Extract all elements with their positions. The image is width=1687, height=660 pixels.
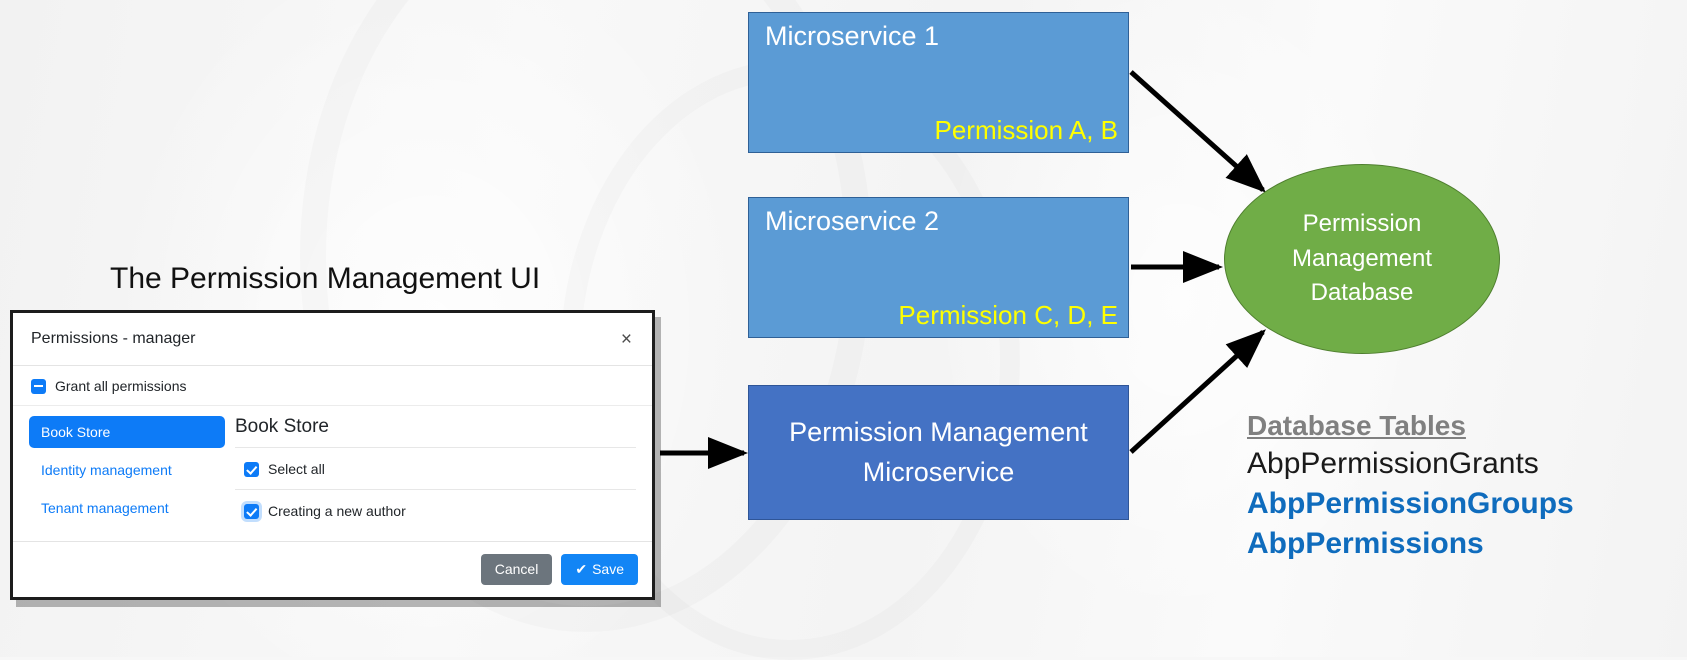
permission-row-select-all[interactable]: Select all [235,448,636,490]
grant-all-permissions-checkbox[interactable] [31,378,46,394]
modal-footer: Cancel ✔Save [13,541,652,597]
arrow-permission-service-to-database [1129,329,1266,454]
database-tables-block: Database Tables AbpPermissionGrants AbpP… [1247,408,1667,564]
microservice-1-title: Microservice 1 [765,21,940,51]
save-button-label: Save [592,561,624,578]
modal-header: Permissions - manager × [13,313,652,366]
permission-group-list: Book Store Identity management Tenant ma… [13,416,225,531]
database-table-item: AbpPermissionGroups [1247,486,1574,520]
modal-body: Book Store Identity management Tenant ma… [13,406,652,531]
permission-group-pane-title: Book Store [235,416,636,448]
permission-group-item-book-store[interactable]: Book Store [29,416,225,448]
creating-a-new-author-checkbox[interactable] [244,503,259,519]
microservice-1-box: Microservice 1 Permission A, B [748,12,1129,153]
permission-group-item-identity-management[interactable]: Identity management [41,462,172,478]
microservice-1-permissions: Permission A, B [934,115,1118,145]
permission-row-creating-a-new-author[interactable]: Creating a new author [235,490,636,531]
microservice-2-title: Microservice 2 [765,206,940,236]
database-table-item: AbpPermissions [1247,526,1484,560]
permissions-modal: Permissions - manager × Grant all permis… [10,310,655,600]
check-icon: ✔ [575,561,588,578]
creating-a-new-author-label: Creating a new author [268,503,406,519]
permission-group-item-tenant-management[interactable]: Tenant management [41,500,169,516]
modal-title: Permissions - manager [31,330,196,347]
grant-all-permissions-row[interactable]: Grant all permissions [13,366,652,406]
close-icon[interactable]: × [620,328,632,350]
permission-group-pane: Book Store Select all Creating a new aut… [225,416,652,531]
cancel-button[interactable]: Cancel [480,554,553,585]
microservice-2-box: Microservice 2 Permission C, D, E [748,197,1129,338]
select-all-label: Select all [268,461,325,477]
database-tables-heading: Database Tables [1247,410,1466,441]
save-button[interactable]: ✔Save [561,554,638,585]
arrow-ms1-to-database [1129,70,1266,193]
permission-management-ui-caption: The Permission Management UI [110,262,541,295]
grant-all-permissions-label: Grant all permissions [55,378,187,394]
database-table-item: AbpPermissionGrants [1247,446,1539,480]
select-all-checkbox[interactable] [244,461,259,477]
microservice-2-permissions: Permission C, D, E [898,300,1118,330]
